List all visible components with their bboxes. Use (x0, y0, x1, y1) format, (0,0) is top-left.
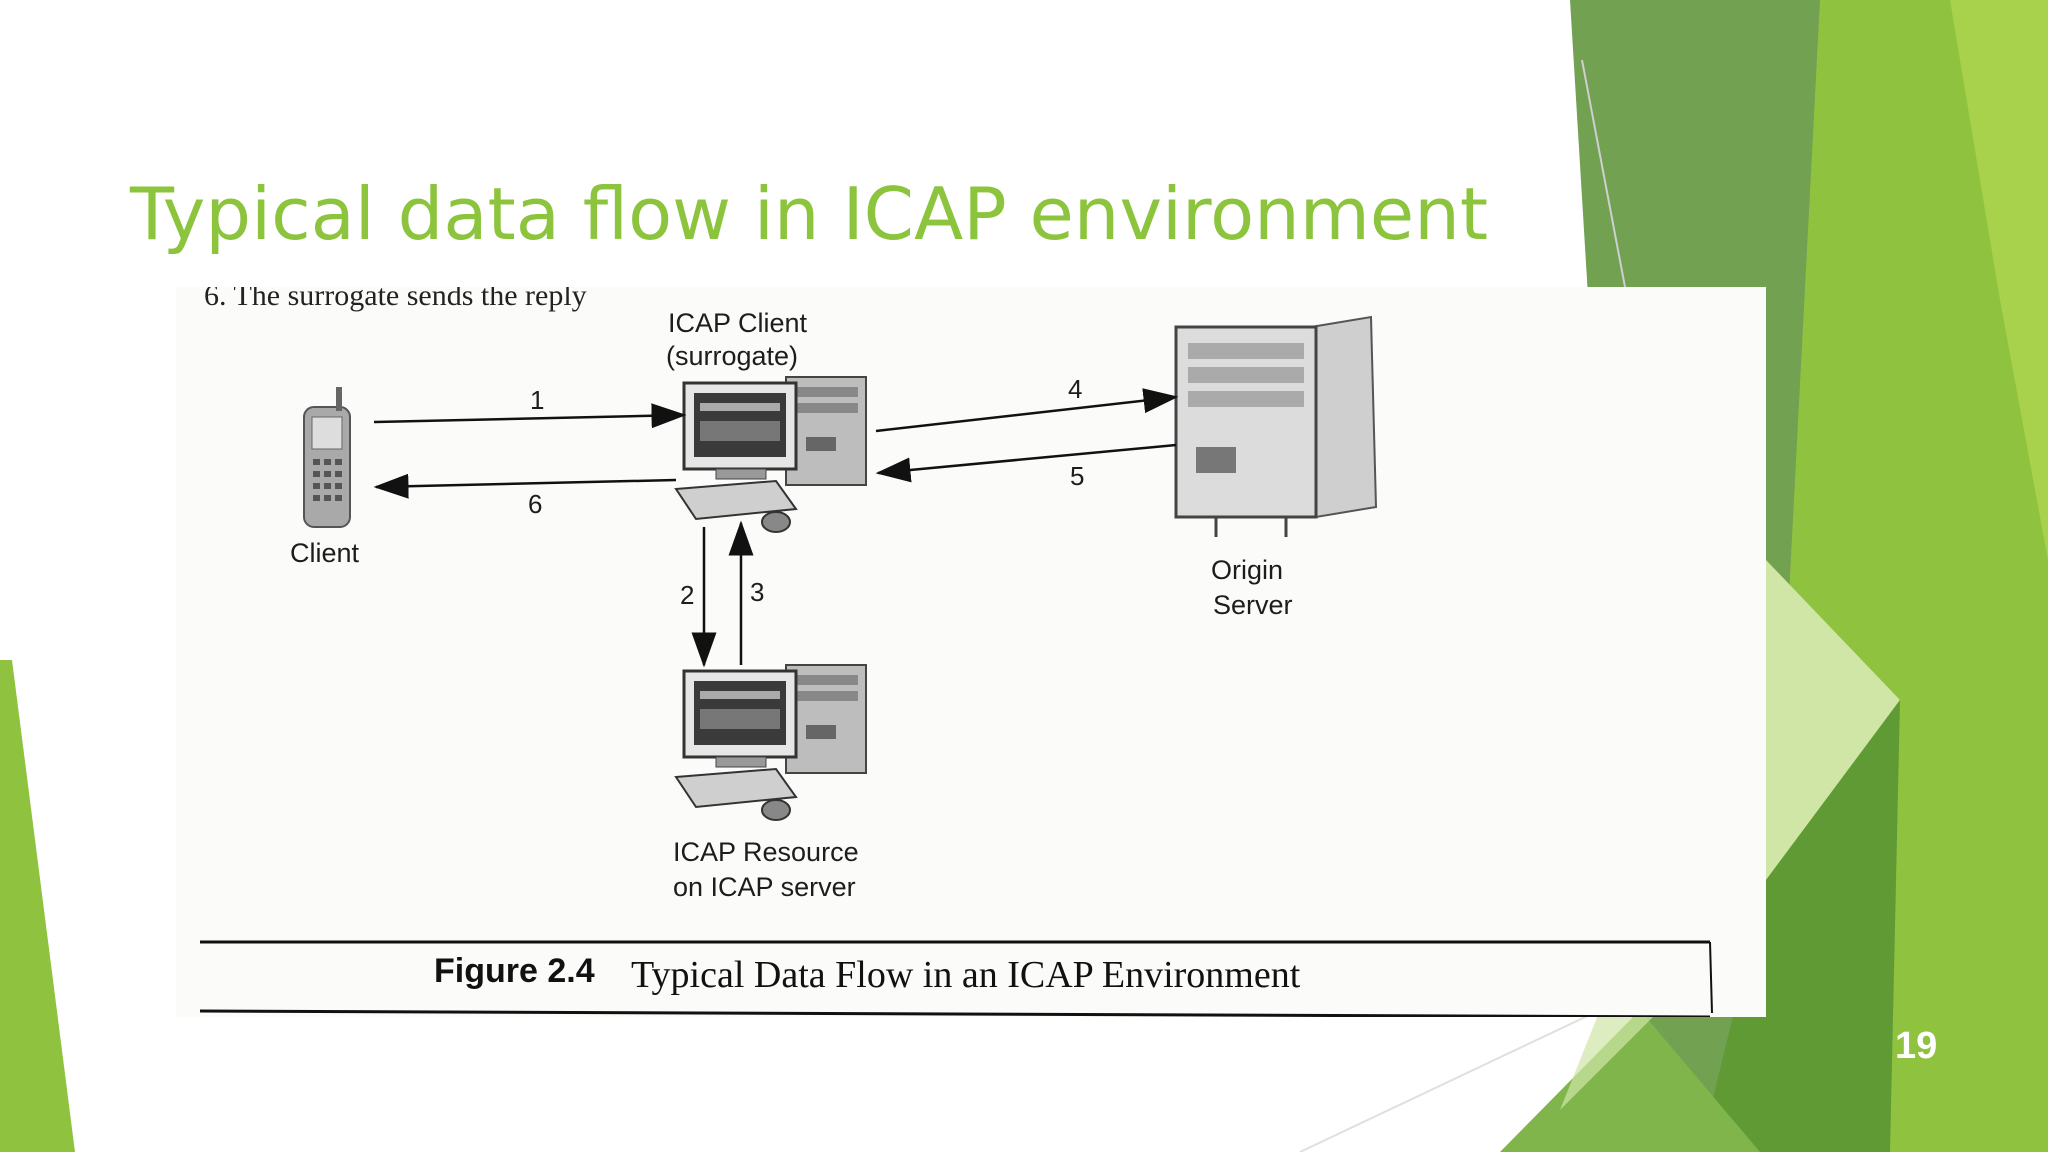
icap-resource-computer-icon (674, 664, 867, 821)
icap-resource-label-line1: ICAP Resource (673, 837, 859, 867)
partial-text-top: 6. The surrogate sends the reply (204, 287, 587, 312)
figure-caption-text: Typical Data Flow in an ICAP Environment (631, 954, 1301, 996)
icap-resource-label-line2: on ICAP server (673, 872, 856, 902)
icap-client-computer-icon (674, 376, 867, 533)
bg-shape-pale-triangle (1766, 560, 1900, 880)
page-number: 19 (1895, 1025, 1938, 1067)
slide-title: Typical data flow in ICAP environment (130, 172, 1489, 256)
arrow-3-label: 3 (750, 577, 764, 607)
icap-flow-diagram: 6. The surrogate sends the reply Client (199, 287, 1713, 1017)
bg-shape-left-strip (0, 660, 75, 1152)
figure-image: 6. The surrogate sends the reply Client (176, 287, 1766, 1017)
bg-accent-line-2 (1299, 1009, 1601, 1152)
bg-accent-line-1 (1581, 59, 1626, 288)
icap-client-label-line2: (surrogate) (666, 341, 798, 371)
arrow-5 (875, 443, 1177, 483)
arrow-4 (875, 388, 1179, 433)
arrow-2-label: 2 (680, 580, 694, 610)
arrow-4-label: 4 (1068, 374, 1082, 404)
arrow-5-label: 5 (1070, 461, 1084, 491)
client-label: Client (290, 538, 360, 568)
arrow-1 (373, 403, 687, 429)
bg-shape-bottom-pale (1560, 1010, 1660, 1110)
client-phone-icon (303, 387, 351, 528)
bg-shape-bottom-triangle (1500, 1010, 1760, 1152)
figure-caption-label: Figure 2.4 (434, 952, 595, 990)
arrow-1-label: 1 (530, 385, 544, 415)
origin-server-icon (1174, 315, 1378, 537)
bg-shape-deep-triangle (1700, 700, 1900, 1152)
figure-caption-box (199, 940, 1713, 1017)
arrow-6-label: 6 (528, 489, 542, 519)
origin-label-line1: Origin (1211, 555, 1283, 585)
origin-label-line2: Server (1213, 590, 1293, 620)
bg-shape-edge-highlight (1950, 0, 2048, 560)
icap-client-label-line1: ICAP Client (668, 308, 808, 338)
arrow-6 (373, 473, 677, 499)
